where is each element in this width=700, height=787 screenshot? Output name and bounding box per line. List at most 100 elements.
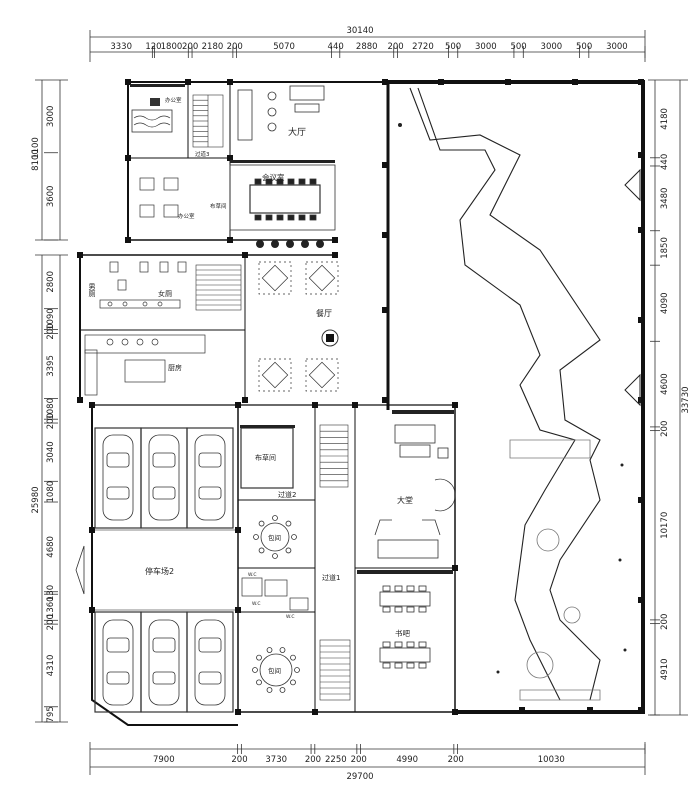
bookbar-chair <box>382 662 391 669</box>
linen-room-2-label: 布草间 <box>255 453 276 462</box>
dining-table-seats <box>305 261 339 295</box>
top-segment-label: 500 <box>445 42 461 52</box>
bookbar-tables <box>379 585 431 669</box>
private-room-1-label: 包间 <box>268 533 281 542</box>
parking-cars <box>102 434 226 706</box>
plants-row <box>256 240 324 248</box>
entrance-markers <box>624 168 641 407</box>
right-segment-label: 4090 <box>660 292 670 314</box>
private-room-2-table <box>252 647 300 693</box>
bottom-segment-label: 2250 <box>325 755 347 765</box>
bookbar-chair <box>406 585 415 592</box>
left-lower-segment-label: 200 <box>46 413 56 429</box>
column <box>227 155 233 161</box>
bottom-segment-label: 3730 <box>265 755 287 765</box>
round-table-chair <box>279 647 286 653</box>
garden-paths <box>509 439 601 701</box>
top-segment-label: 200 <box>227 42 243 52</box>
column <box>382 307 388 313</box>
right-segment-label: 440 <box>660 154 670 170</box>
column <box>382 397 388 403</box>
top-dimension-ticks <box>151 46 646 58</box>
dining-table <box>261 264 289 292</box>
meeting-chair <box>298 214 306 221</box>
meeting-chair <box>276 214 284 221</box>
left-lower-total-dimension: 25980 <box>31 486 41 513</box>
column <box>438 79 444 85</box>
right-total-dimension: 33730 <box>681 386 691 413</box>
left-lower-segment-label: 130 <box>46 585 56 601</box>
top-segment-label: 2180 <box>202 42 224 52</box>
left-dimension-ticks <box>44 152 58 723</box>
right-segment-label: 4600 <box>660 373 670 395</box>
round-table-chair <box>252 667 258 673</box>
top-segment-label: 120 <box>145 42 161 52</box>
garden-lamps <box>398 123 627 674</box>
garden-river <box>409 87 601 701</box>
column <box>352 402 358 408</box>
corridor-1-label: 过道1 <box>322 573 340 582</box>
right-segment-label: 10170 <box>660 512 670 539</box>
column <box>382 79 388 85</box>
column <box>125 155 131 161</box>
column <box>587 707 593 713</box>
right-segment-label: 3480 <box>660 188 670 210</box>
bookbar-table <box>379 647 431 663</box>
bookbar-chair <box>406 662 415 669</box>
column <box>452 565 458 571</box>
wc-3-label: W.C <box>286 614 295 620</box>
left-dimension-lines <box>35 79 68 723</box>
right-segment-label: 200 <box>660 614 670 630</box>
dining-table-seats <box>258 358 292 392</box>
bookbar-chair <box>394 641 403 648</box>
meeting-room <box>229 164 336 231</box>
bookbar-chair <box>418 585 427 592</box>
private-room-1-table <box>253 515 297 559</box>
left-upper-segment-label: 3000 <box>46 106 56 128</box>
column <box>332 237 338 243</box>
wc-2-label: W.C <box>252 601 261 607</box>
left-upper-total-dimension: 8100 <box>31 149 41 171</box>
column <box>185 79 191 85</box>
left-lower-segment-label: 1360 <box>46 596 56 618</box>
column <box>227 237 233 243</box>
office-2-label: 办公室 <box>178 212 195 220</box>
linen-room-1-label: 布草间 <box>210 202 227 210</box>
stair-top <box>192 94 224 148</box>
round-table-chair <box>294 667 300 673</box>
bottom-total-dimension: 29700 <box>346 772 373 782</box>
bottom-segment-label: 200 <box>231 755 247 765</box>
column <box>638 497 644 503</box>
top-segment-label: 5070 <box>273 42 295 52</box>
stair-bottom <box>319 639 351 701</box>
round-table-chair <box>279 687 286 693</box>
round-table-chair <box>256 654 262 661</box>
bottom-dimension-lines <box>89 742 646 775</box>
left-lower-segment-label: 795 <box>46 706 56 722</box>
column <box>638 227 644 233</box>
mens-toilet-label: 男厕 <box>88 283 96 298</box>
right-segment-label: 4180 <box>660 108 670 130</box>
car <box>194 619 226 706</box>
dining-table <box>308 264 336 292</box>
meeting-room-label: 会议室 <box>262 172 285 182</box>
left-lower-segment-label: 200 <box>46 323 56 339</box>
exterior-walls <box>79 80 645 726</box>
column <box>519 707 525 713</box>
column <box>77 252 83 258</box>
column <box>638 79 644 85</box>
bottom-dimension-ticks <box>237 744 646 754</box>
corridor-3-label: 过道3 <box>195 150 210 158</box>
column <box>235 607 241 613</box>
left-lower-segment-label: 1090 <box>46 308 56 330</box>
top-dimension-lines <box>89 30 646 62</box>
meeting-chair <box>298 178 306 185</box>
top-segment-label: 3000 <box>606 42 628 52</box>
bookbar-chair <box>418 662 427 669</box>
column <box>235 709 241 715</box>
car <box>148 434 180 521</box>
left-upper-mid-dimension: 1100 <box>31 137 41 159</box>
meeting-chair <box>287 214 295 221</box>
kitchen-label: 厨房 <box>168 363 182 372</box>
